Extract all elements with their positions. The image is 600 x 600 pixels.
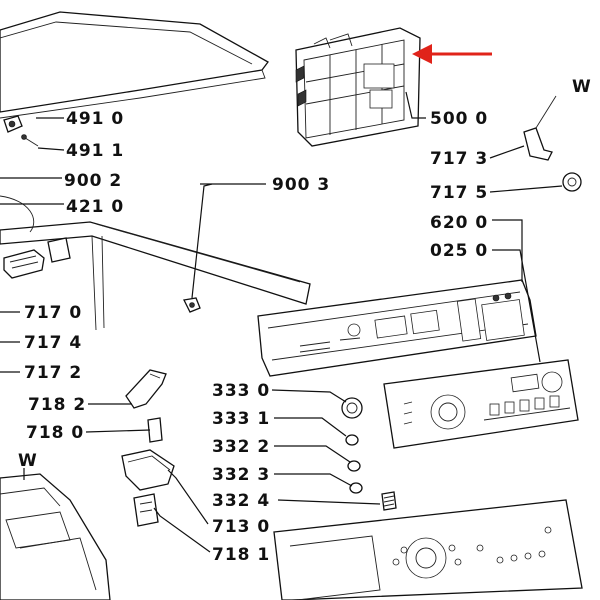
part-labels: 491 0 491 1 900 2 421 0 900 3 500 0 717 …: [18, 77, 592, 565]
front-fascia-panel: [273, 499, 583, 600]
push-button-part[interactable]: [349, 482, 363, 494]
wiring-bracket-part[interactable]: [523, 95, 557, 161]
push-button-part[interactable]: [345, 434, 359, 446]
label-w-left: W: [18, 451, 38, 471]
label-717-2: 717 2: [24, 363, 82, 383]
siphon-part[interactable]: [147, 417, 163, 443]
softener-compartment-part[interactable]: [121, 449, 175, 491]
label-333-1: 333 1: [212, 409, 270, 429]
label-717-3: 717 3: [430, 149, 488, 169]
screw-part[interactable]: [21, 134, 39, 147]
label-332-2: 332 2: [212, 437, 270, 457]
main-control-module[interactable]: [295, 27, 421, 147]
label-717-0: 717 0: [24, 303, 82, 323]
label-713-0: 713 0: [212, 517, 270, 537]
label-718-1: 718 1: [212, 545, 270, 565]
drawer-insert-part[interactable]: [133, 493, 159, 527]
label-025-0: 025 0: [430, 241, 488, 261]
button-spring-part[interactable]: [381, 491, 397, 511]
label-900-2: 900 2: [64, 171, 122, 191]
label-333-0: 333 0: [212, 381, 270, 401]
selector-spindle[interactable]: [341, 397, 363, 419]
drawer-handle-part[interactable]: [125, 369, 167, 409]
display-pcb-board[interactable]: [383, 359, 579, 449]
label-718-2: 718 2: [28, 395, 86, 415]
label-717-5: 717 5: [430, 183, 488, 203]
door-lock-connector[interactable]: [3, 237, 71, 279]
label-620-0: 620 0: [430, 213, 488, 233]
cabinet-frame: [0, 195, 311, 331]
label-332-3: 332 3: [212, 465, 270, 485]
label-332-4: 332 4: [212, 491, 270, 511]
label-421-0: 421 0: [66, 197, 124, 217]
dispenser-housing: [0, 473, 111, 600]
label-491-0: 491 0: [66, 109, 124, 129]
leader-lines: [0, 91, 563, 553]
label-718-0: 718 0: [26, 423, 84, 443]
push-button-part[interactable]: [347, 460, 361, 472]
label-900-3: 900 3: [272, 175, 330, 195]
control-pcb-board[interactable]: [257, 279, 537, 377]
label-w-top: W: [572, 77, 592, 97]
label-717-4: 717 4: [24, 333, 82, 353]
label-500-0: 500 0: [430, 109, 488, 129]
hinge-clip-part[interactable]: [3, 115, 23, 133]
spring-clip-part[interactable]: [183, 297, 201, 313]
label-491-1: 491 1: [66, 141, 124, 161]
ntc-sensor-part[interactable]: [562, 172, 582, 192]
cabinet-top-lid: [0, 11, 269, 119]
red-pointer-arrow-icon: [412, 44, 492, 64]
